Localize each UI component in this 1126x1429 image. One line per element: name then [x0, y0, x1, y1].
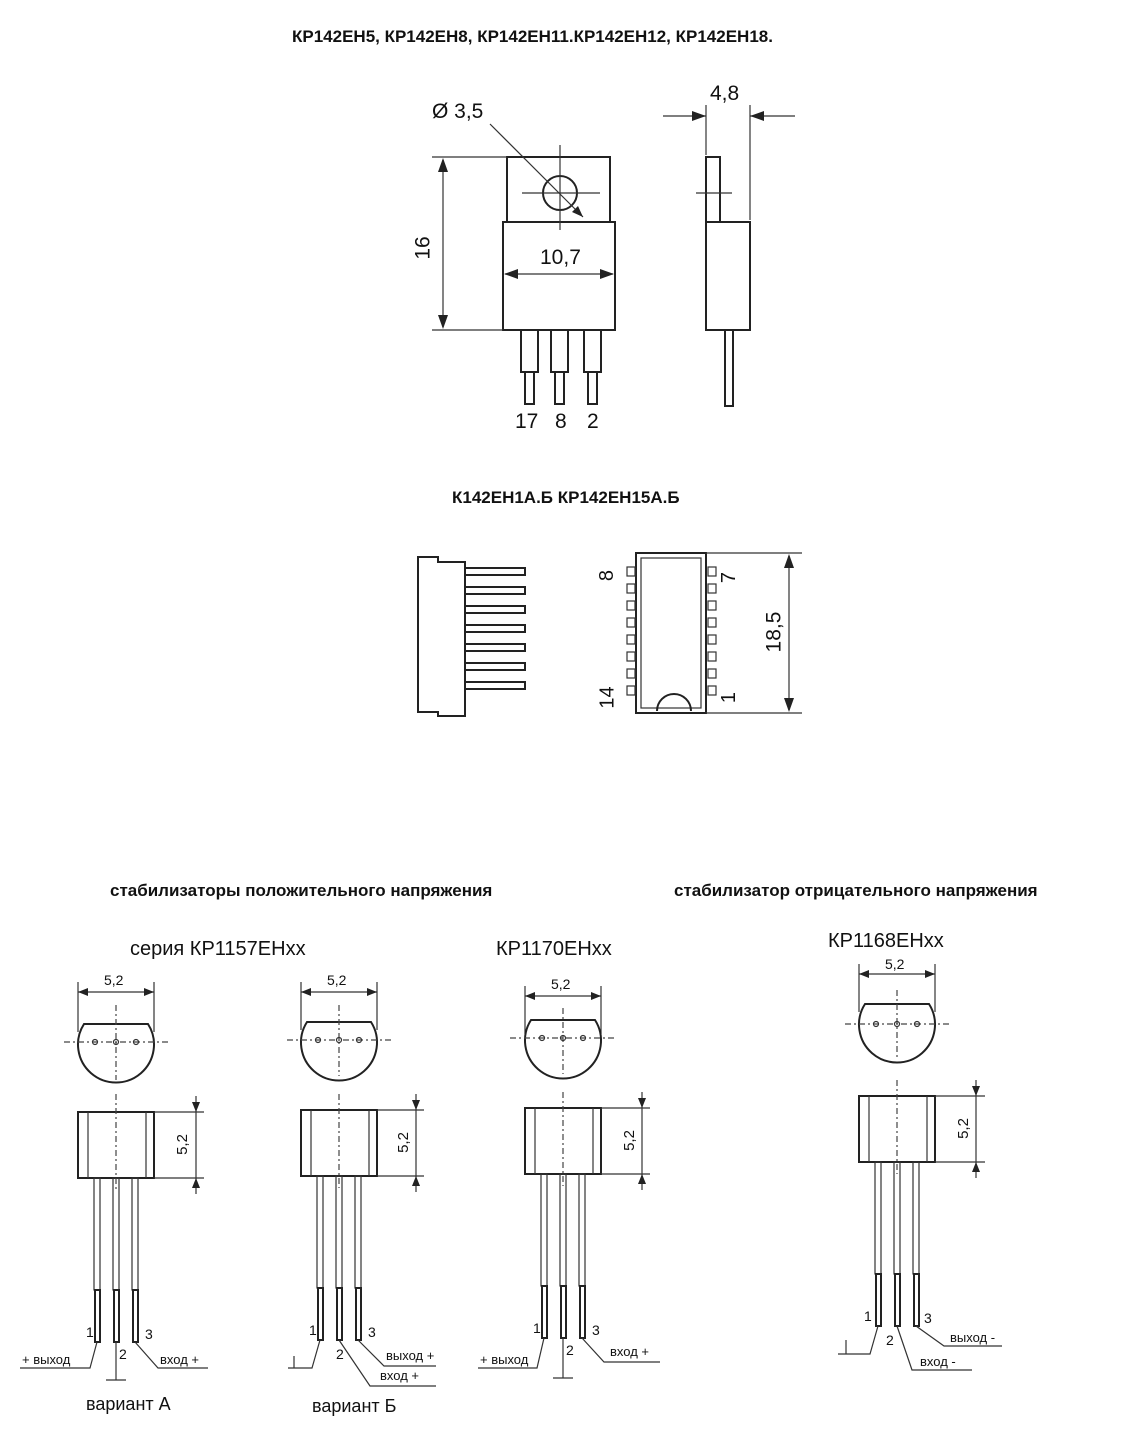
header-negative-regulator: стабилизатор отрицательного напряжения — [674, 881, 1038, 900]
to220-pin-label-3: 2 — [587, 410, 599, 433]
to92-d-pin2: 2 — [886, 1332, 894, 1348]
dip-pins — [626, 566, 717, 696]
header-middle-series: К142ЕН1А.Б КР142ЕН15А.Б — [452, 488, 680, 507]
to92-b-height-dim: 5,2 — [394, 1132, 412, 1153]
to92-a-pin3: 3 — [145, 1326, 153, 1342]
to92-c-input-label: вход + — [610, 1344, 649, 1359]
to92-b-pin2: 2 — [336, 1346, 344, 1362]
to220-width-dimension: 10,7 — [540, 246, 581, 269]
to92-a-pin2: 2 — [119, 1346, 127, 1362]
dip-pin-8-label: 8 — [596, 569, 619, 582]
to220-tab — [506, 156, 611, 223]
series-kr1170-title: КР1170ЕНхх — [496, 938, 612, 960]
dip-top-view — [626, 552, 802, 714]
dip-notch — [656, 693, 692, 712]
dip-pin-7-label: 7 — [718, 571, 741, 584]
to92-b-input-label: вход + — [380, 1368, 419, 1383]
to92-d-width-dim: 5,2 — [885, 956, 905, 972]
to92-a-pin1: 1 — [86, 1324, 94, 1340]
to220-pin-label-2: 8 — [555, 410, 567, 433]
header-positive-regulators: стабилизаторы положительного напряжения — [110, 881, 493, 900]
variant-b-caption: вариант Б — [312, 1396, 397, 1416]
dip-pin-1-label: 1 — [718, 691, 741, 704]
to92-variant-b — [287, 982, 436, 1387]
dip-pin-14-label: 14 — [596, 686, 619, 709]
to92-variant-a — [20, 982, 208, 1381]
to92-kr1168 — [838, 964, 1002, 1371]
to220-side-view — [663, 105, 795, 407]
to92-d-pin1: 1 — [864, 1308, 872, 1324]
to220-pin-label-1: 17 — [515, 410, 539, 433]
to92-d-pin3: 3 — [924, 1310, 932, 1326]
dip-side-view — [417, 556, 526, 717]
series-kr1168-title: КР1168ЕНхх — [828, 930, 944, 952]
to220-hole-dimension: Ø 3,5 — [432, 100, 484, 123]
to220-thickness-dimension: 4,8 — [710, 82, 740, 105]
to92-d-height-dim: 5,2 — [954, 1118, 972, 1139]
to220-pins — [520, 329, 602, 405]
to92-d-input-label: вход - — [920, 1354, 956, 1369]
to92-kr1170 — [478, 986, 660, 1379]
series-kr1157-title: серия КР1157ЕНхх — [130, 938, 306, 960]
to92-c-pin3: 3 — [592, 1322, 600, 1338]
to92-c-pin2: 2 — [566, 1342, 574, 1358]
to92-a-input-label: вход + — [160, 1352, 199, 1367]
to92-b-pin1: 1 — [309, 1322, 317, 1338]
to92-b-output-label: выход + — [386, 1348, 435, 1363]
to92-a-height-dim: 5,2 — [173, 1134, 191, 1155]
to92-b-width-dim: 5,2 — [327, 972, 347, 988]
header-top-series: КР142ЕН5, КР142ЕН8, КР142ЕН11.КР142ЕН12,… — [292, 27, 773, 46]
to220-front-view — [432, 123, 616, 405]
to92-d-output-label: выход - — [950, 1330, 996, 1345]
to220-body — [502, 221, 616, 331]
dip-length-dimension: 18,5 — [762, 611, 786, 653]
to92-c-width-dim: 5,2 — [551, 976, 571, 992]
to92-c-output-label: + выход — [480, 1352, 529, 1367]
dip-body — [635, 552, 707, 714]
to92-a-width-dim: 5,2 — [104, 972, 124, 988]
to92-b-pin3: 3 — [368, 1324, 376, 1340]
to92-c-height-dim: 5,2 — [620, 1130, 638, 1151]
to220-height-dimension: 16 — [411, 236, 435, 260]
to92-c-pin1: 1 — [533, 1320, 541, 1336]
variant-a-caption: вариант А — [86, 1394, 171, 1414]
to92-a-output-label: + выход — [22, 1352, 71, 1367]
